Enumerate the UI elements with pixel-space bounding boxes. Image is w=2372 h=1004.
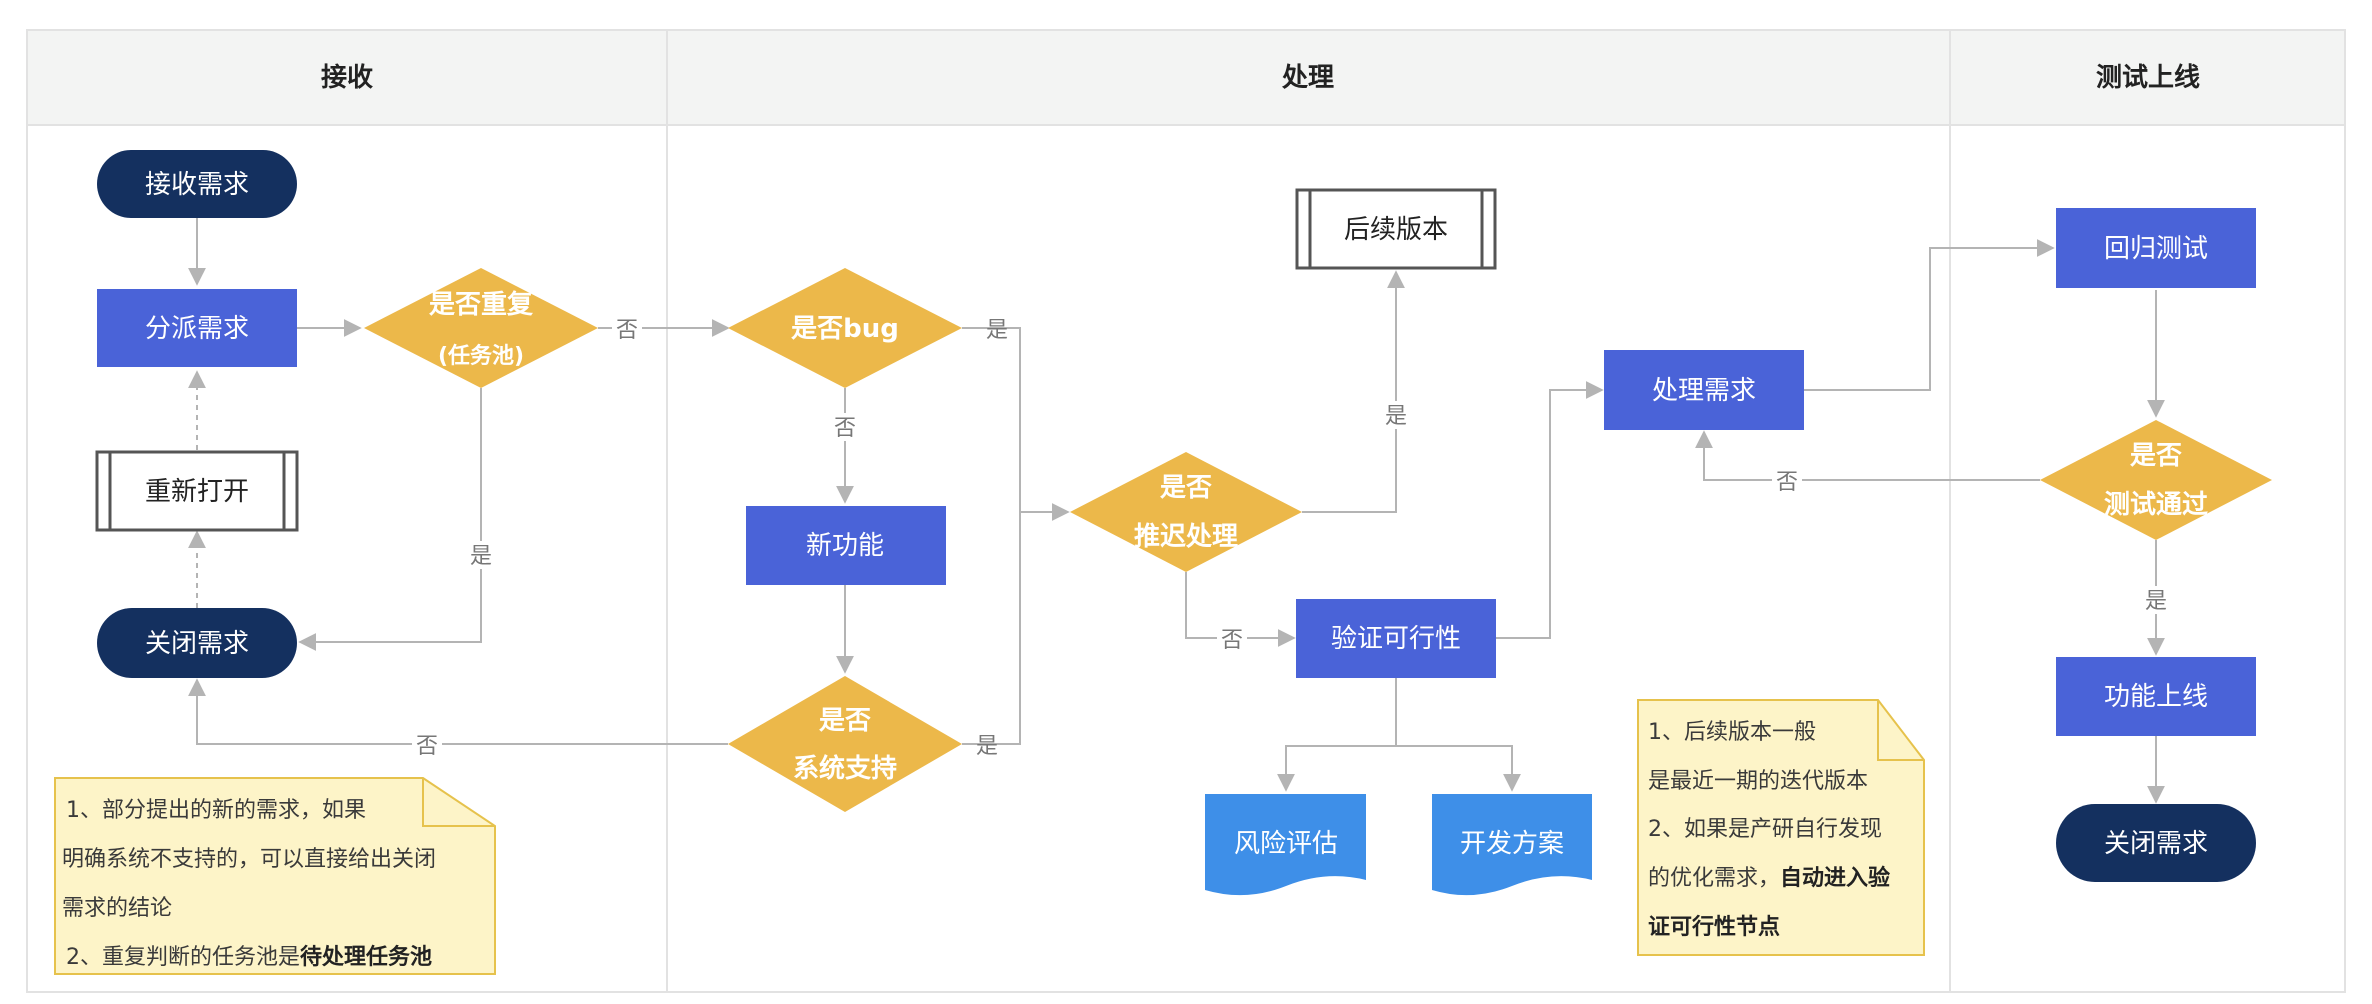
node-label: 新功能	[806, 531, 884, 561]
edge-test-no	[1695, 430, 2040, 481]
edge-labels: 否 是 是 否 否 是 是 否 否 是	[412, 315, 2171, 759]
edge-label-test-yes: 是	[2145, 589, 2167, 614]
node-label: 验证可行性	[1331, 624, 1461, 654]
edge-verify-to-risk	[1277, 678, 1397, 792]
edge-label-delay-yes: 是	[1385, 404, 1407, 429]
edge-bug-yes	[962, 327, 1021, 512]
node-label: 测试通过	[2104, 490, 2208, 520]
node-label: 后续版本	[1344, 215, 1448, 245]
node-risk-eval[interactable]: 风险评估	[1205, 794, 1366, 896]
note-left: 1、部分提出的新的需求，如果 明确系统不支持的，可以直接给出关闭 需求的结论 2…	[54, 777, 496, 975]
edge-verify-to-handle	[1496, 381, 1604, 639]
edge-handle-to-regression	[1804, 239, 2055, 391]
note-left-line2: 明确系统不支持的，可以直接给出关闭	[62, 847, 436, 872]
node-reopen[interactable]: 重新打开	[95, 450, 299, 532]
lane-title-receive: 接收	[321, 63, 373, 93]
node-receive-req[interactable]: 接收需求	[97, 150, 297, 218]
note-left-line4-prefix: 2、重复判断的任务池是	[66, 945, 300, 970]
node-later-version[interactable]: 后续版本	[1295, 188, 1497, 270]
node-sys-support[interactable]: 是否 系统支持	[728, 676, 962, 812]
node-regression-test[interactable]: 回归测试	[2056, 208, 2256, 288]
node-label: 回归测试	[2104, 234, 2208, 264]
node-label: 接收需求	[145, 170, 249, 200]
node-feature-launch[interactable]: 功能上线	[2056, 657, 2256, 736]
lane-header-bar	[26, 29, 2346, 126]
edge-label-support-no: 否	[416, 734, 438, 759]
edge-label-bug-yes: 是	[986, 318, 1008, 343]
note-right-line4-prefix: 的优化需求，	[1648, 866, 1780, 891]
edge-support-no	[188, 678, 728, 745]
edge-label-dup-yes: 是	[470, 544, 492, 569]
node-label: 是否bug	[791, 314, 899, 344]
node-new-feature[interactable]: 新功能	[746, 506, 946, 585]
note-right-line2: 是最近一期的迭代版本	[1648, 769, 1868, 794]
edge-label-support-yes: 是	[976, 734, 998, 759]
node-label: 是否	[1160, 473, 1212, 503]
node-dup-check[interactable]: 是否重复 (任务池)	[364, 268, 598, 388]
note-left-line1: 1、部分提出的新的需求，如果	[66, 798, 366, 823]
note-left-line3: 需求的结论	[62, 896, 172, 921]
edge-dup-yes	[298, 388, 482, 651]
node-close-req-2[interactable]: 关闭需求	[2056, 804, 2256, 882]
node-label: 是否重复	[429, 290, 534, 320]
edge-label-bug-no: 否	[834, 416, 856, 441]
node-label: 是否	[819, 706, 871, 736]
node-bug-check[interactable]: 是否bug	[728, 268, 962, 388]
edge-label-dup-no: 否	[616, 318, 638, 343]
node-label: 风险评估	[1234, 829, 1338, 859]
edge-label-test-no: 否	[1776, 470, 1798, 495]
note-right-line4: 的优化需求，自动进入验	[1648, 865, 1890, 891]
node-label: 是否	[2130, 441, 2182, 471]
node-test-pass[interactable]: 是否 测试通过	[2040, 420, 2272, 540]
note-left-line4: 2、重复判断的任务池是待处理任务池	[66, 944, 432, 970]
note-right-line5: 证可行性节点	[1648, 914, 1780, 940]
node-label: 开发方案	[1460, 829, 1564, 859]
node-delay-check[interactable]: 是否 推迟处理	[1070, 452, 1302, 572]
note-right: 1、后续版本一般 是最近一期的迭代版本 2、如果是产研自行发现 的优化需求，自动…	[1637, 699, 1925, 956]
note-right-line1: 1、后续版本一般	[1648, 720, 1816, 745]
edge-delay-no	[1185, 572, 1296, 647]
node-label: 功能上线	[2104, 682, 2208, 712]
note-right-line4-bold: 自动进入验	[1780, 865, 1890, 891]
node-close-req-1[interactable]: 关闭需求	[97, 608, 297, 678]
edge-delay-yes	[1302, 270, 1405, 513]
edge-label-delay-no: 否	[1221, 628, 1243, 653]
node-dev-plan[interactable]: 开发方案	[1432, 794, 1592, 896]
node-label: 系统支持	[793, 753, 897, 784]
note-left-line4-bold: 待处理任务池	[300, 944, 432, 970]
edge-verify-to-dev	[1396, 745, 1521, 792]
node-label: 重新打开	[145, 477, 249, 507]
node-label: 关闭需求	[2104, 829, 2208, 859]
node-handle-req[interactable]: 处理需求	[1604, 350, 1804, 430]
node-label: 关闭需求	[145, 629, 249, 659]
node-label: 分派需求	[145, 314, 249, 344]
edge-support-yes	[962, 512, 1021, 745]
lane-title-test: 测试上线	[2096, 63, 2200, 93]
node-label: 推迟处理	[1134, 522, 1238, 552]
node-verify[interactable]: 验证可行性	[1296, 599, 1496, 678]
note-right-line3: 2、如果是产研自行发现	[1648, 817, 1882, 842]
edges	[188, 218, 2165, 804]
lane-title-process: 处理	[1281, 63, 1334, 93]
node-label: (任务池)	[438, 343, 524, 369]
node-label: 处理需求	[1652, 376, 1756, 406]
node-dispatch-req[interactable]: 分派需求	[97, 289, 297, 367]
